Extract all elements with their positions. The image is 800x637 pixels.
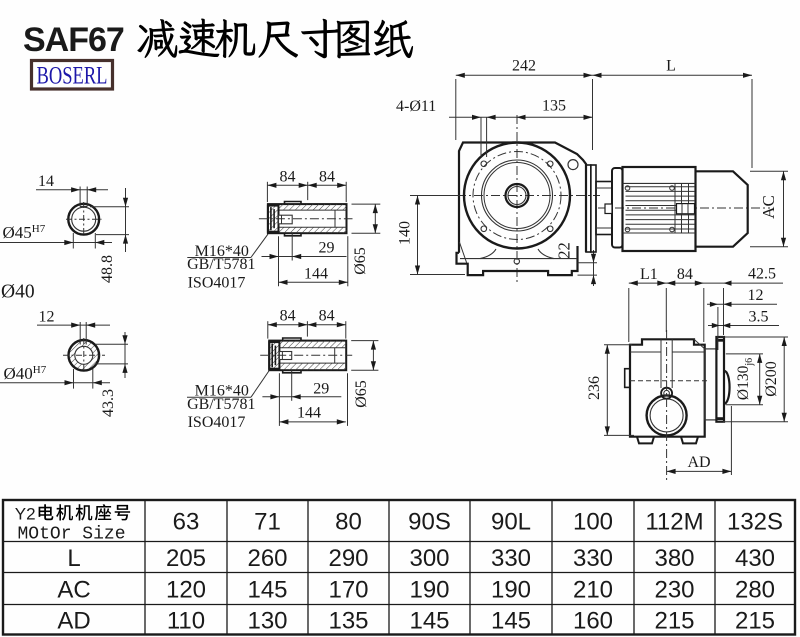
svg-text:280: 280: [735, 576, 775, 603]
svg-text:4-Ø11: 4-Ø11: [396, 98, 436, 115]
svg-text:100: 100: [573, 508, 613, 535]
svg-text:242: 242: [512, 58, 536, 75]
svg-text:12: 12: [748, 287, 764, 304]
svg-text:300: 300: [409, 545, 449, 572]
svg-text:84: 84: [280, 308, 296, 325]
svg-text:144: 144: [297, 405, 321, 422]
svg-text:160: 160: [573, 607, 613, 634]
svg-text:135: 135: [328, 607, 368, 634]
svg-text:22: 22: [555, 242, 574, 259]
svg-text:190: 190: [409, 576, 449, 603]
svg-text:71: 71: [254, 508, 281, 535]
svg-text:112M: 112M: [645, 508, 703, 535]
svg-text:29: 29: [313, 381, 329, 398]
svg-text:90L: 90L: [491, 508, 531, 535]
svg-text:Ø40: Ø40: [1, 282, 35, 303]
svg-text:145: 145: [491, 607, 531, 634]
svg-text:14: 14: [38, 173, 54, 190]
svg-text:29: 29: [319, 240, 335, 257]
svg-text:330: 330: [491, 545, 531, 572]
svg-text:AD: AD: [687, 454, 710, 471]
svg-text:L1: L1: [640, 266, 658, 283]
svg-text:AC: AC: [759, 195, 778, 219]
svg-text:430: 430: [735, 545, 775, 572]
svg-text:ISO4017: ISO4017: [188, 414, 246, 431]
svg-text:42.5: 42.5: [748, 266, 776, 283]
svg-text:84: 84: [319, 168, 335, 185]
svg-text:145: 145: [409, 607, 449, 634]
svg-text:AC: AC: [57, 576, 90, 603]
svg-text:145: 145: [247, 576, 287, 603]
svg-text:90S: 90S: [408, 508, 451, 535]
svg-text:63: 63: [173, 508, 200, 535]
svg-text:236: 236: [586, 376, 603, 400]
svg-text:Ø65: Ø65: [352, 247, 369, 275]
svg-text:GB/T5781: GB/T5781: [187, 256, 255, 273]
svg-text:380: 380: [654, 545, 694, 572]
svg-text:170: 170: [328, 576, 368, 603]
svg-text:260: 260: [247, 545, 287, 572]
svg-text:GB/T5781: GB/T5781: [187, 396, 255, 413]
svg-text:84: 84: [280, 168, 296, 185]
svg-text:130: 130: [247, 607, 287, 634]
svg-text:BOSERL: BOSERL: [37, 63, 108, 90]
svg-text:Ø130j6: Ø130j6: [735, 358, 755, 400]
svg-text:290: 290: [328, 545, 368, 572]
svg-text:43.3: 43.3: [100, 389, 117, 417]
svg-text:Ø200: Ø200: [763, 361, 780, 397]
svg-text:144: 144: [304, 266, 328, 283]
svg-text:AD: AD: [57, 607, 90, 634]
svg-text:MOtOr Size: MOtOr Size: [18, 525, 126, 545]
svg-text:190: 190: [491, 576, 531, 603]
svg-text:84: 84: [319, 308, 335, 325]
svg-text:330: 330: [573, 545, 613, 572]
svg-text:80: 80: [335, 508, 362, 535]
svg-text:48.8: 48.8: [99, 255, 116, 283]
svg-text:84: 84: [677, 266, 693, 283]
svg-text:L: L: [666, 58, 676, 75]
svg-text:ISO4017: ISO4017: [188, 275, 246, 292]
svg-text:230: 230: [654, 576, 694, 603]
svg-text:132S: 132S: [727, 508, 783, 535]
svg-text:135: 135: [542, 98, 566, 115]
svg-text:140: 140: [397, 221, 414, 245]
svg-text:3.5: 3.5: [749, 309, 769, 326]
svg-text:Y2: Y2: [15, 505, 36, 524]
svg-text:M16*40: M16*40: [195, 243, 249, 260]
svg-text:215: 215: [654, 607, 694, 634]
svg-text:M16*40: M16*40: [195, 383, 249, 400]
svg-text:Ø65: Ø65: [353, 380, 370, 408]
svg-text:L: L: [67, 545, 80, 572]
svg-text:215: 215: [735, 607, 775, 634]
svg-text:210: 210: [573, 576, 613, 603]
svg-text:205: 205: [166, 545, 206, 572]
svg-text:SAF67: SAF67: [23, 21, 124, 59]
svg-text:120: 120: [166, 576, 206, 603]
svg-text:12: 12: [39, 309, 55, 326]
svg-text:110: 110: [167, 607, 205, 634]
